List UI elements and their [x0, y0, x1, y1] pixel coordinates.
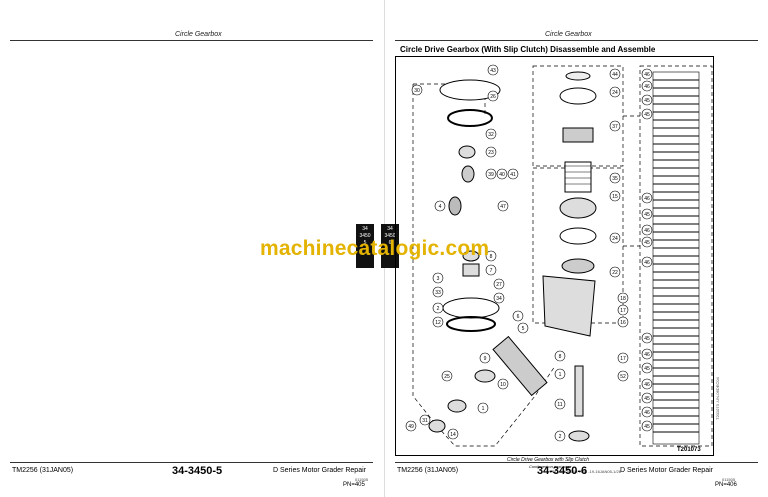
- svg-text:1: 1: [559, 372, 562, 378]
- left-footer-doc: TM2256 (31JAN05): [12, 467, 74, 474]
- figure-title: Circle Drive Gearbox (With Slip Clutch) …: [400, 45, 656, 54]
- svg-text:26: 26: [490, 94, 496, 100]
- svg-text:33: 33: [435, 290, 441, 296]
- svg-text:40: 40: [499, 172, 505, 178]
- svg-text:45: 45: [644, 212, 650, 218]
- svg-text:35: 35: [612, 176, 618, 182]
- svg-text:10: 10: [500, 382, 506, 388]
- svg-text:2: 2: [559, 434, 562, 440]
- svg-text:3: 3: [437, 276, 440, 282]
- left-footer-title: D Series Motor Grader Repair: [273, 467, 366, 474]
- left-page: Circle Gearbox 34 3450 5 TM2256 (31JAN05…: [10, 31, 374, 488]
- svg-text:34: 34: [496, 296, 502, 302]
- right-header-rule: [395, 40, 758, 41]
- svg-text:14: 14: [450, 432, 456, 438]
- svg-text:25: 25: [444, 374, 450, 380]
- svg-text:2: 2: [437, 306, 440, 312]
- svg-text:23: 23: [488, 150, 494, 156]
- svg-text:32: 32: [488, 132, 494, 138]
- svg-text:49: 49: [408, 424, 414, 430]
- svg-text:31: 31: [422, 418, 428, 424]
- right-footer-title: D Series Motor Grader Repair: [620, 467, 713, 474]
- right-footer-small: 011505: [722, 477, 736, 482]
- svg-text:46: 46: [644, 410, 650, 416]
- svg-text:16: 16: [620, 320, 626, 326]
- right-footer-rule: [395, 462, 758, 463]
- svg-text:18: 18: [620, 296, 626, 302]
- exploded-view-figure: 43 26 30 32 23 39 40 41 4 47 8 7 3 33 27…: [395, 56, 715, 461]
- left-page-header: Circle Gearbox: [175, 31, 222, 38]
- svg-text:47: 47: [500, 204, 506, 210]
- right-page-number: 34-3450-6: [537, 465, 588, 477]
- svg-text:22: 22: [612, 270, 618, 276]
- svg-text:9: 9: [484, 356, 487, 362]
- svg-text:5: 5: [522, 326, 525, 332]
- svg-text:45: 45: [644, 396, 650, 402]
- svg-text:41: 41: [510, 172, 516, 178]
- left-footer-small: 011505: [355, 477, 369, 482]
- svg-text:44: 44: [612, 72, 618, 78]
- svg-text:46: 46: [644, 352, 650, 358]
- svg-text:46: 46: [644, 196, 650, 202]
- svg-text:7: 7: [490, 268, 493, 274]
- svg-text:27: 27: [496, 282, 502, 288]
- svg-text:12: 12: [435, 320, 441, 326]
- svg-text:37: 37: [612, 124, 618, 130]
- right-footer-pn: PN=406: [715, 482, 737, 488]
- svg-text:4: 4: [439, 204, 442, 210]
- left-section-tab: 34 3450 5: [356, 224, 374, 268]
- figure-code-line: ZED,OUO0560,7994 -19-16JAN05-1/26: [550, 469, 621, 474]
- svg-text:6: 6: [517, 314, 520, 320]
- left-page-number: 34-3450-5: [172, 465, 223, 477]
- svg-text:8: 8: [490, 254, 493, 260]
- exploded-view-drawing: 43 26 30 32 23 39 40 41 4 47 8 7 3 33 27…: [395, 56, 714, 456]
- clutch-plate-stack: [652, 71, 700, 445]
- svg-text:17: 17: [620, 308, 626, 314]
- svg-text:45: 45: [644, 336, 650, 342]
- svg-text:46: 46: [644, 228, 650, 234]
- left-footer-pn: PN=405: [343, 482, 365, 488]
- svg-text:11: 11: [557, 402, 562, 408]
- callouts: 43 26 30 32 23 39 40 41 4 47 8 7 3 33 27…: [405, 64, 653, 442]
- svg-text:39: 39: [488, 172, 494, 178]
- svg-text:45: 45: [644, 112, 650, 118]
- svg-text:45: 45: [644, 424, 650, 430]
- right-page-header: Circle Gearbox: [545, 31, 592, 38]
- svg-text:24: 24: [612, 90, 618, 96]
- figure-caption: Circle Drive Gearbox with Slip Clutch: [507, 457, 589, 463]
- svg-text:45: 45: [644, 98, 650, 104]
- svg-text:46: 46: [644, 382, 650, 388]
- figure-side-code: T201073 -UN-06DEC04: [715, 377, 720, 420]
- svg-text:43: 43: [490, 68, 496, 74]
- svg-text:45: 45: [644, 366, 650, 372]
- svg-text:24: 24: [612, 236, 618, 242]
- watermark-text: machinecatalogic.com: [260, 237, 490, 260]
- right-page: Circle Gearbox 34 3450 6 Circle Drive Ge…: [381, 0, 768, 497]
- svg-text:52: 52: [620, 374, 626, 380]
- svg-text:17: 17: [620, 356, 626, 362]
- svg-text:15: 15: [612, 194, 618, 200]
- svg-text:1: 1: [482, 406, 485, 412]
- figure-id: T201073: [677, 447, 701, 453]
- right-footer-doc: TM2256 (31JAN05): [397, 467, 459, 474]
- svg-text:46: 46: [644, 260, 650, 266]
- svg-text:45: 45: [644, 240, 650, 246]
- right-section-tab: 34 3450 6: [381, 224, 399, 268]
- left-footer-rule: [10, 462, 373, 463]
- continued-note: Continued on next page: [529, 464, 572, 469]
- left-header-rule: [10, 40, 373, 41]
- svg-text:8: 8: [559, 354, 562, 360]
- svg-text:46: 46: [644, 72, 650, 78]
- svg-text:46: 46: [644, 84, 650, 90]
- svg-text:30: 30: [414, 88, 420, 94]
